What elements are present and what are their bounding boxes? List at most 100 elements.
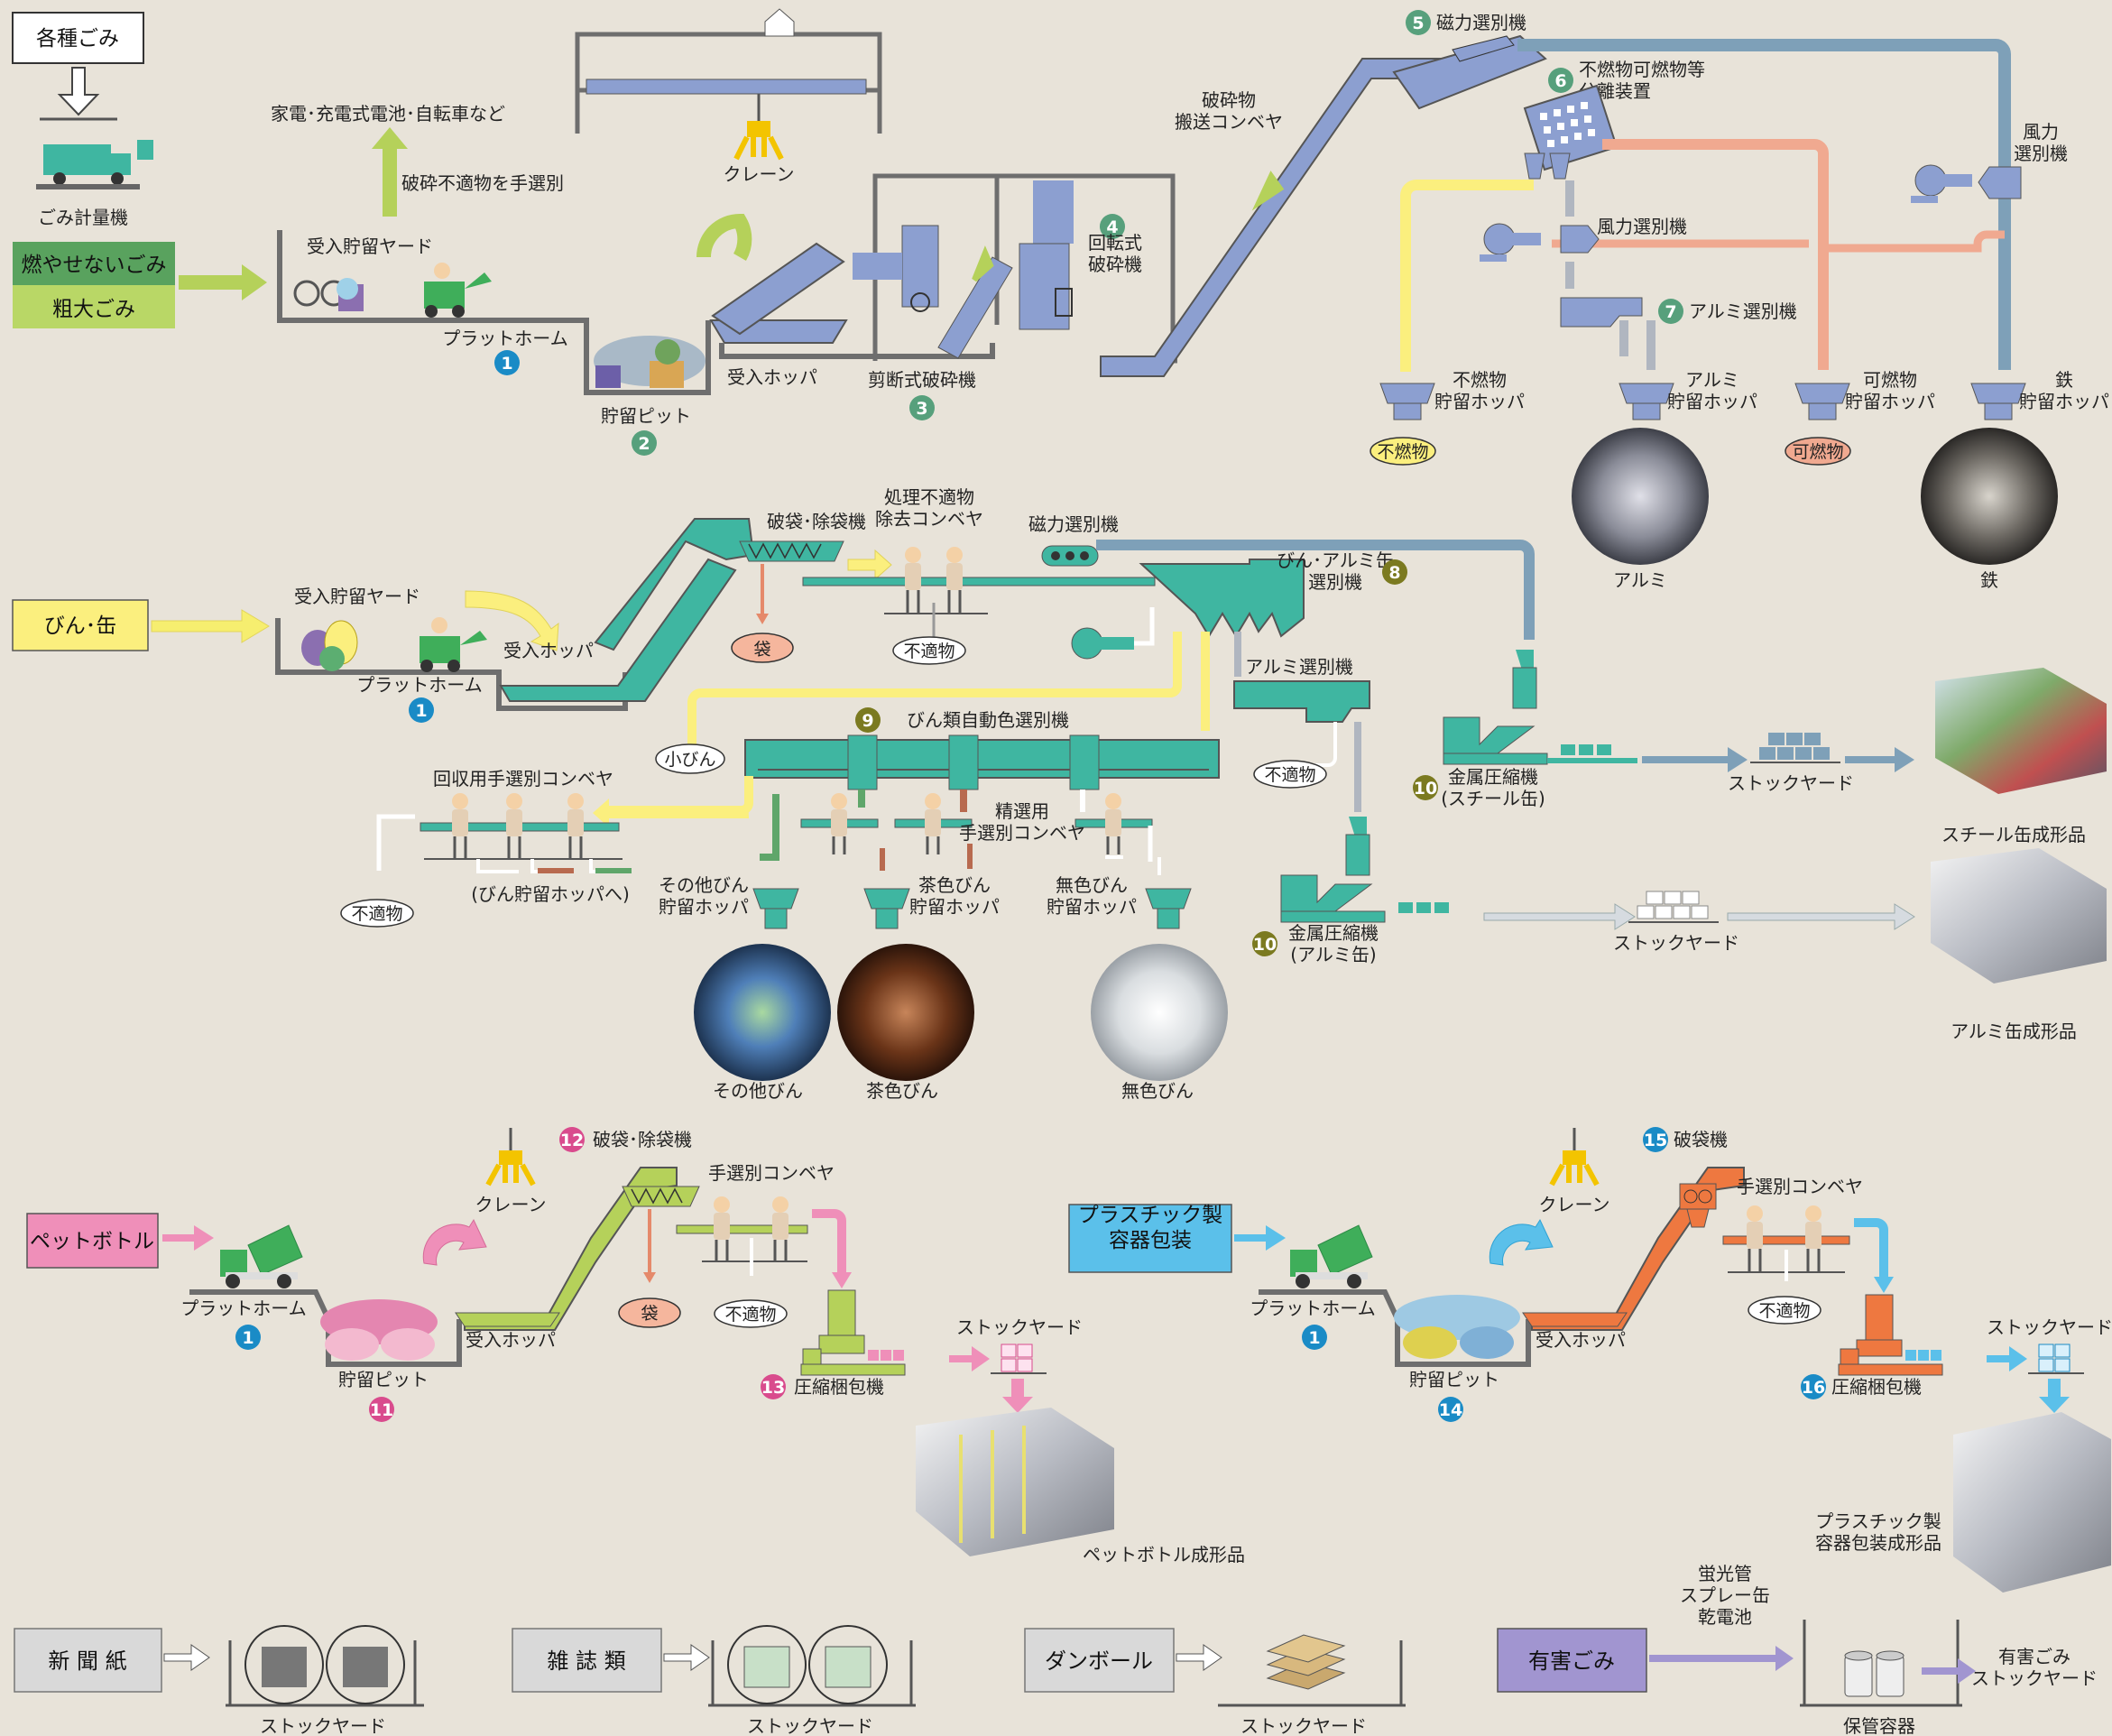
pet-reject-tag: 不適物 <box>724 1305 776 1325</box>
line2-platform-num: 1 <box>415 701 427 721</box>
bottle-hoppers <box>752 888 1192 929</box>
hopper-other-bottle: その他びん貯留ホッパ <box>659 874 749 918</box>
pit-num: 2 <box>638 434 650 454</box>
green-arrow-icon <box>179 264 267 300</box>
plastic-hopper-label: 受入ホッパ <box>1536 1329 1626 1351</box>
pet-bag-breaker-label: 破袋･除袋機 <box>593 1129 692 1150</box>
alum-press-num: 10 <box>1253 935 1277 955</box>
photo-other-bottle: その他びん <box>713 1080 803 1102</box>
alum-product-label: アルミ缶成形品 <box>1951 1020 2077 1042</box>
hopper-label: 受入ホッパ <box>727 366 817 388</box>
input-bulky: 粗大ごみ <box>52 298 135 321</box>
bicycle-junk-icon <box>293 278 364 311</box>
clear-bottle-photo <box>1091 944 1228 1081</box>
shear-num: 3 <box>916 399 927 419</box>
brown-bottle-photo <box>837 944 974 1081</box>
plastic-product-label: プラスチック製容器包装成形品 <box>1815 1510 1941 1554</box>
line3-pet-bottles: ペットボトル プラットホーム 1 貯留ピット 11 クレーン 受入ホッパ 12 … <box>26 1127 1245 1565</box>
bottom-row: 新 聞 紙 ストックヤード 雑 誌 類 ストックヤード ダンボール ストックヤー… <box>14 1563 2098 1736</box>
plastic-product-photo <box>1953 1412 2111 1593</box>
line2-alum-sep-label: アルミ選別機 <box>1245 656 1353 678</box>
line2-reject-tag: 不適物 <box>903 642 955 661</box>
pet-stock-label: ストックヤード <box>956 1316 1083 1338</box>
bag-tag: 袋 <box>753 640 770 660</box>
line2-platform-label: プラットホーム <box>356 674 482 696</box>
color-sorter-num: 9 <box>862 711 873 731</box>
crane-icon <box>733 94 784 161</box>
magnetic-label: 磁力選別機 <box>1436 12 1526 33</box>
crane-label: クレーン <box>724 163 795 185</box>
plastic-stock-icon <box>2038 1344 2070 1372</box>
dump-truck-icon <box>1290 1224 1373 1288</box>
hopper-brown-bottle: 茶色びん貯留ホッパ <box>909 874 1000 918</box>
plastic-hand-conveyor-label: 手選別コンベヤ <box>1737 1176 1863 1197</box>
pet-bag-breaker-num: 12 <box>560 1131 584 1150</box>
dump-truck-icon <box>220 1224 303 1288</box>
hazard-stock: 有害ごみストックヤード <box>1971 1646 2098 1689</box>
cardboard-label: ダンボール <box>1045 1648 1153 1674</box>
pet-hopper-label: 受入ホッパ <box>466 1329 556 1351</box>
sorter-num: 8 <box>1388 563 1400 583</box>
down-arrow-icon <box>57 67 100 116</box>
plastic-baler-num: 16 <box>1802 1378 1825 1398</box>
rotary-num: 4 <box>1106 217 1118 237</box>
input-pet: ペットボトル <box>30 1230 154 1253</box>
alum-stock-icon <box>1637 891 1709 919</box>
forklift-worker-icon <box>420 617 487 672</box>
magazine-label: 雑 誌 類 <box>547 1648 625 1674</box>
iron-photo-label: 鉄 <box>1980 569 1998 591</box>
alum-stock-label: ストックヤード <box>1613 932 1739 954</box>
input-non-burnable-box <box>13 242 175 285</box>
magazine-bundle-icon <box>727 1625 888 1704</box>
blower-icon <box>1071 607 1155 660</box>
plastic-platform-label: プラットホーム <box>1250 1297 1375 1319</box>
hopper-incombustible: 不燃物貯留ホッパ <box>1434 369 1525 412</box>
line2-bottles-cans: びん･缶 受入貯留ヤード 受入ホッパ プラットホーム 1 破袋･除袋機 袋 処理… <box>12 486 2107 1102</box>
crane-icon <box>485 1128 536 1187</box>
workers-icon <box>1747 1205 1821 1271</box>
forklift-worker-icon <box>424 263 492 318</box>
pet-baler-label: 圧縮梱包機 <box>794 1376 884 1398</box>
tag-incombustible: 不燃物 <box>1377 442 1428 462</box>
pet-pit-label: 貯留ピット <box>338 1369 429 1390</box>
input-bulky-box <box>13 285 175 328</box>
plastic-pit-num: 14 <box>1439 1400 1462 1420</box>
source-box <box>12 12 144 64</box>
scale-label: ごみ計量機 <box>38 207 128 228</box>
reject-conveyor-label: 処理不適物除去コンベヤ <box>875 486 983 530</box>
steel-press-label: 金属圧縮機(スチール缶) <box>1441 766 1545 809</box>
plastic-platform-num: 1 <box>1308 1328 1320 1348</box>
plastic-stock-label: ストックヤード <box>1987 1316 2112 1338</box>
source-box-label: 各種ごみ <box>36 27 119 51</box>
line2-magnetic-label: 磁力選別機 <box>1028 513 1119 535</box>
reject-items-label: 家電･充電式電池･自転車など <box>271 103 505 125</box>
recovery-conveyor-label: 回収用手選別コンベヤ <box>433 768 613 790</box>
pet-platform-label: プラットホーム <box>180 1297 306 1319</box>
reject-note-label: 破砕不適物を手選別 <box>401 172 564 194</box>
plastic-pile-icon <box>1394 1295 1520 1359</box>
cardboard-stack-icon <box>1266 1634 1346 1690</box>
plastic-bag-breaker-label: 破袋機 <box>1674 1129 1728 1150</box>
storage-container-icon <box>1844 1650 1904 1697</box>
steel-product-label: スチール缶成形品 <box>1941 824 2086 845</box>
scale-truck-icon <box>36 140 153 189</box>
steel-product-photo <box>1935 668 2107 794</box>
hopper-clear-bottle: 無色びん貯留ホッパ <box>1047 874 1137 918</box>
steel-stock-label: ストックヤード <box>1728 772 1854 794</box>
input-non-burnable: 燃やせないごみ <box>22 254 167 277</box>
platform-num: 1 <box>501 354 512 374</box>
separator-label: 不燃物可燃物等分離装置 <box>1579 59 1705 102</box>
pet-crane-label: クレーン <box>475 1194 547 1215</box>
hazard-label: 有害ごみ <box>1528 1648 1615 1674</box>
photo-clear-bottle: 無色びん <box>1121 1080 1194 1102</box>
to-hopper-label: (びん貯留ホッパへ) <box>471 883 630 905</box>
pet-platform-num: 1 <box>242 1328 254 1348</box>
line2-yard-label: 受入貯留ヤード <box>294 586 420 607</box>
small-bottle-tag: 小びん <box>664 750 715 770</box>
bag-pile-icon <box>301 620 358 671</box>
pet-product-label: ペットボトル成形品 <box>1083 1544 1245 1565</box>
plastic-reject-tag: 不適物 <box>1758 1301 1810 1321</box>
workers-icon <box>905 547 963 613</box>
